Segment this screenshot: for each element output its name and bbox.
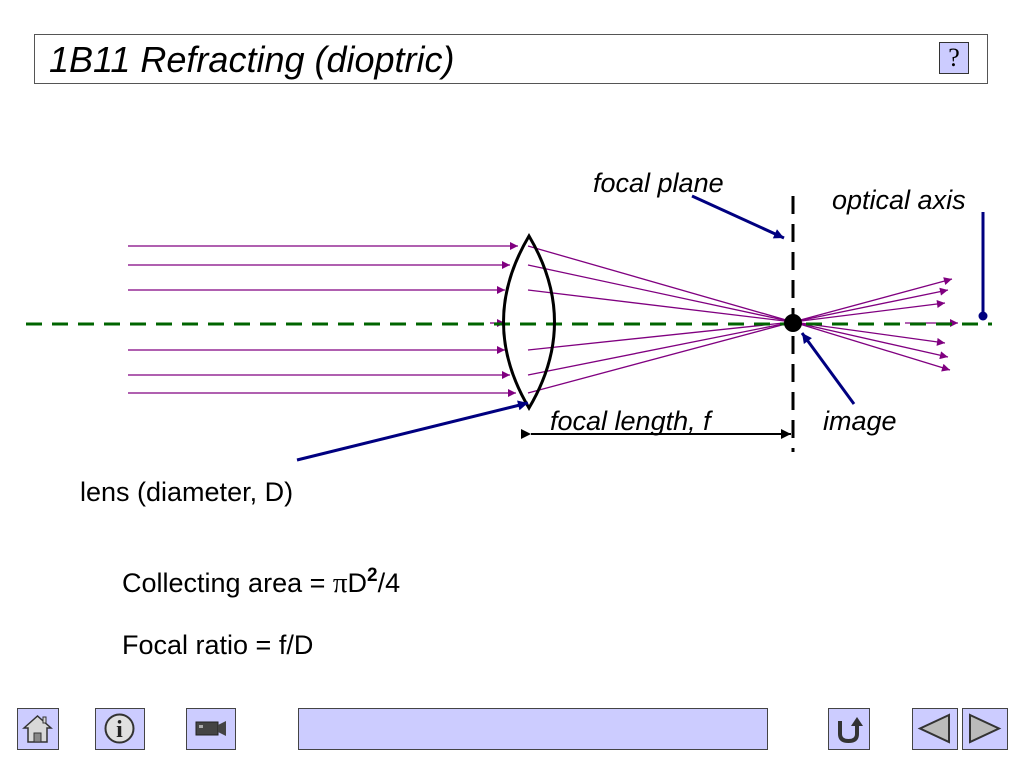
- area-suffix: /4: [378, 568, 401, 598]
- status-bar: [298, 708, 768, 750]
- refracted-rays: [490, 245, 958, 394]
- diameter-symbol: D: [348, 568, 368, 598]
- image-pointer: [800, 332, 856, 405]
- focal-length-label: focal length, f: [550, 406, 713, 436]
- previous-button[interactable]: [912, 708, 958, 750]
- info-button[interactable]: i: [95, 708, 145, 750]
- info-icon: i: [104, 713, 135, 744]
- help-button[interactable]: ?: [939, 42, 969, 74]
- optical-axis-pointer-dot: [978, 311, 988, 321]
- focal-plane-label: focal plane: [593, 168, 724, 198]
- movie-button[interactable]: [186, 708, 236, 750]
- title-bar: 1B11 Refracting (dioptric) ?: [34, 34, 988, 84]
- lens: [502, 233, 556, 411]
- home-icon: [22, 714, 53, 743]
- next-icon: [969, 713, 1002, 744]
- area-prefix: Collecting area =: [122, 568, 333, 598]
- collecting-area-formula: Collecting area = πD2/4: [122, 565, 400, 599]
- previous-icon: [917, 713, 950, 744]
- movie-camera-icon: [195, 721, 226, 736]
- return-icon: [838, 717, 863, 744]
- lens-pointer: [296, 400, 529, 462]
- page-title: 1B11 Refracting (dioptric): [49, 39, 455, 80]
- next-button[interactable]: [962, 708, 1008, 750]
- optical-axis-label: optical axis: [832, 185, 966, 215]
- return-button[interactable]: [828, 708, 870, 750]
- exponent: 2: [367, 565, 378, 586]
- home-button[interactable]: [17, 708, 59, 750]
- focal-plane-pointer: [691, 194, 785, 240]
- image-label: image: [823, 406, 897, 436]
- svg-text:i: i: [116, 717, 123, 743]
- focal-ratio-formula: Focal ratio = f/D: [122, 630, 313, 660]
- pi-symbol: π: [333, 567, 348, 599]
- lens-label: lens (diameter, D): [80, 477, 293, 507]
- image-point: [784, 314, 802, 332]
- incoming-rays: [128, 242, 518, 397]
